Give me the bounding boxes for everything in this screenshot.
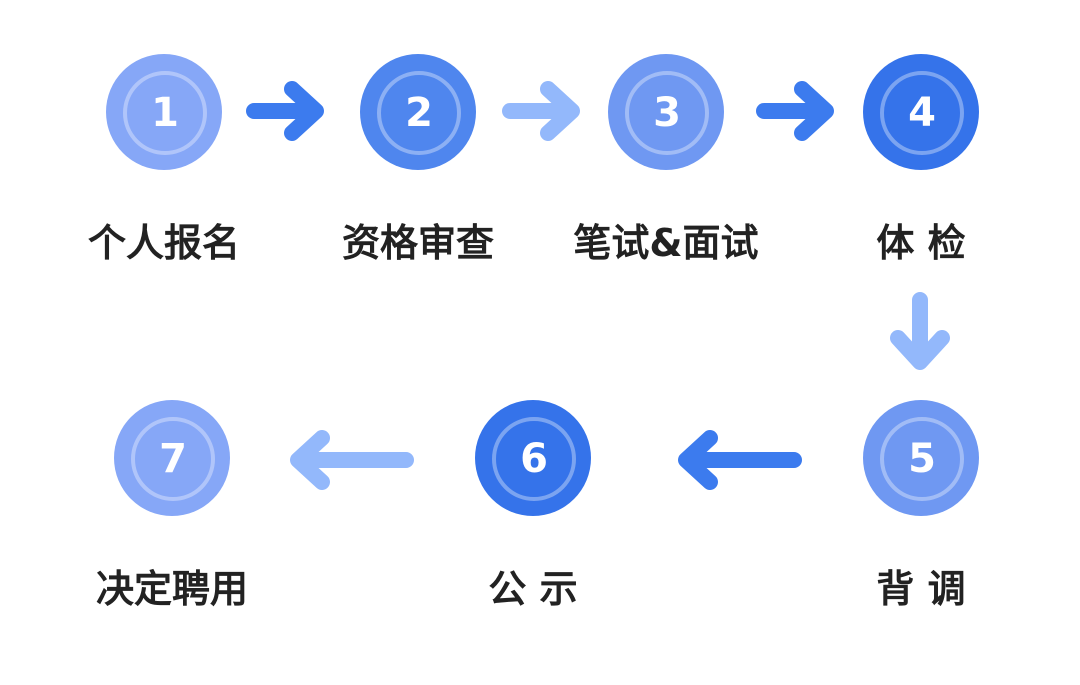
step-7-number: 7 — [131, 417, 215, 501]
step-2-label: 资格审查 — [341, 221, 494, 265]
step-3-circle: 3 — [608, 54, 724, 170]
step-3-number: 3 — [625, 71, 709, 155]
arrow-left-icon — [678, 430, 802, 490]
step-4-circle: 4 — [863, 54, 979, 170]
step-1-circle: 1 — [106, 54, 222, 170]
step-5-label: 背 调 — [876, 567, 966, 611]
step-6-circle: 6 — [475, 400, 591, 516]
step-4-label: 体 检 — [876, 221, 966, 265]
step-7-circle: 7 — [114, 400, 230, 516]
step-1-label: 个人报名 — [87, 221, 240, 265]
step-5-circle: 5 — [863, 400, 979, 516]
step-2-circle: 2 — [360, 54, 476, 170]
arrow-left-icon — [290, 430, 414, 490]
step-6-label: 公 示 — [488, 567, 578, 611]
step-2-number: 2 — [377, 71, 461, 155]
step-7-label: 决定聘用 — [95, 567, 248, 611]
arrow-right-icon — [756, 81, 834, 141]
arrow-right-icon — [246, 81, 324, 141]
step-1-number: 1 — [123, 71, 207, 155]
step-6-number: 6 — [492, 417, 576, 501]
arrow-down-icon — [890, 292, 950, 370]
step-4-number: 4 — [880, 71, 964, 155]
arrow-right-icon — [502, 81, 580, 141]
step-3-label: 笔试&面试 — [573, 221, 759, 265]
step-5-number: 5 — [880, 417, 964, 501]
